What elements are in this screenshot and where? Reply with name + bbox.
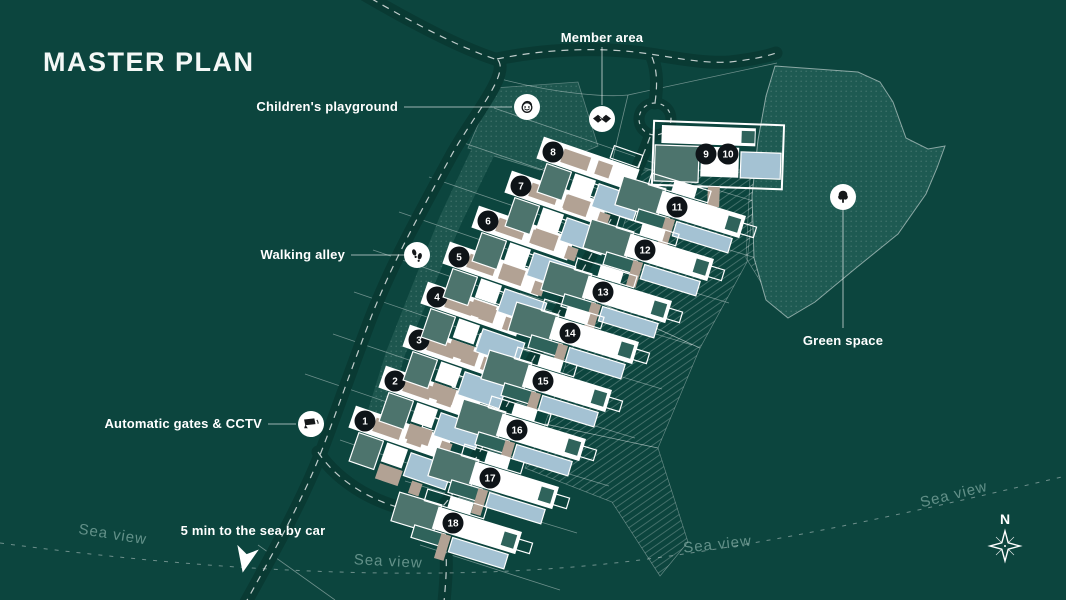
sea-view-label: Sea view	[353, 551, 423, 572]
villa-number: 11	[672, 203, 683, 214]
villa-number-marker[interactable]	[506, 419, 528, 441]
villa-number: 16	[511, 426, 523, 437]
villa-14[interactable]: 14	[501, 292, 656, 395]
villa-number-marker[interactable]	[479, 467, 501, 489]
villa-number-marker[interactable]	[426, 286, 448, 308]
callout-automatic-gates-cctv: Automatic gates & CCTV	[104, 411, 324, 437]
villa-number-marker[interactable]	[354, 410, 376, 432]
villa-number: 2	[392, 377, 398, 388]
callout-childrens-playground: Children's playground	[256, 94, 540, 120]
villa-number: 6	[485, 217, 491, 228]
villa-building	[650, 119, 786, 208]
callout-label: Member area	[561, 30, 644, 45]
villa-number: 12	[639, 246, 651, 257]
villa-number-marker[interactable]	[666, 196, 688, 218]
villa-number-marker[interactable]	[695, 143, 717, 165]
villa-building	[390, 488, 534, 570]
villa-number: 14	[564, 329, 576, 340]
callout-label: Children's playground	[256, 99, 398, 114]
villa-18[interactable]: 18	[384, 482, 539, 585]
villa-number: 7	[518, 182, 524, 193]
villa-number-marker[interactable]	[717, 143, 739, 165]
tree-icon	[830, 184, 856, 210]
villa-building	[540, 257, 684, 339]
page-title: MASTER PLAN	[43, 47, 255, 77]
playground-icon	[514, 94, 540, 120]
handshake-icon	[589, 106, 615, 132]
road-north	[360, 0, 505, 67]
villa-building	[427, 443, 571, 525]
compass: N	[987, 511, 1023, 564]
villa-number-marker[interactable]	[510, 175, 532, 197]
callout-label: Green space	[803, 333, 883, 348]
villa-16[interactable]: 16	[448, 389, 603, 492]
villa-number-marker[interactable]	[384, 370, 406, 392]
villa-number: 18	[447, 519, 459, 530]
sea-direction-arrow	[237, 544, 259, 573]
villa-11[interactable]: 11	[608, 166, 763, 269]
villa-number-marker[interactable]	[532, 370, 554, 392]
villa-building	[614, 172, 758, 254]
villa-number: 3	[416, 336, 422, 347]
villa-number: 15	[537, 377, 549, 388]
villa-number-marker[interactable]	[592, 281, 614, 303]
villa-number: 10	[722, 150, 734, 161]
callout-walking-alley: Walking alley	[261, 242, 430, 268]
villa-number: 17	[484, 474, 496, 485]
villa-number: 4	[434, 293, 440, 304]
villa-17[interactable]: 17	[421, 437, 576, 540]
villa-number-marker[interactable]	[477, 210, 499, 232]
villa-number: 1	[362, 417, 368, 428]
villa-number-marker[interactable]	[448, 246, 470, 268]
callout-label: Automatic gates & CCTV	[104, 416, 262, 431]
compass-rose-icon	[987, 528, 1023, 564]
villa-number-marker[interactable]	[542, 141, 564, 163]
cctv-icon	[298, 411, 324, 437]
callout-member-area: Member area	[561, 30, 644, 132]
villa-number: 5	[456, 253, 462, 264]
villa-12[interactable]: 12	[576, 209, 731, 312]
villa-number: 13	[597, 288, 609, 299]
villa-number-marker[interactable]	[559, 322, 581, 344]
villa-number: 8	[550, 148, 556, 159]
villa-9-10[interactable]: 9 10	[650, 119, 786, 209]
villa-number-marker[interactable]	[442, 512, 464, 534]
footprints-icon	[404, 242, 430, 268]
villa-number-marker[interactable]	[634, 239, 656, 261]
villa-13[interactable]: 13	[534, 251, 689, 354]
villa-1[interactable]: 1	[335, 392, 466, 504]
callout-label: Walking alley	[261, 247, 346, 262]
drive-time-label: 5 min to the sea by car	[181, 523, 326, 538]
callout-green-space: Green space	[803, 184, 883, 348]
villa-number: 9	[703, 150, 709, 161]
compass-north-label: N	[1000, 511, 1010, 527]
drive-time-annotation: 5 min to the sea by car	[181, 523, 326, 573]
